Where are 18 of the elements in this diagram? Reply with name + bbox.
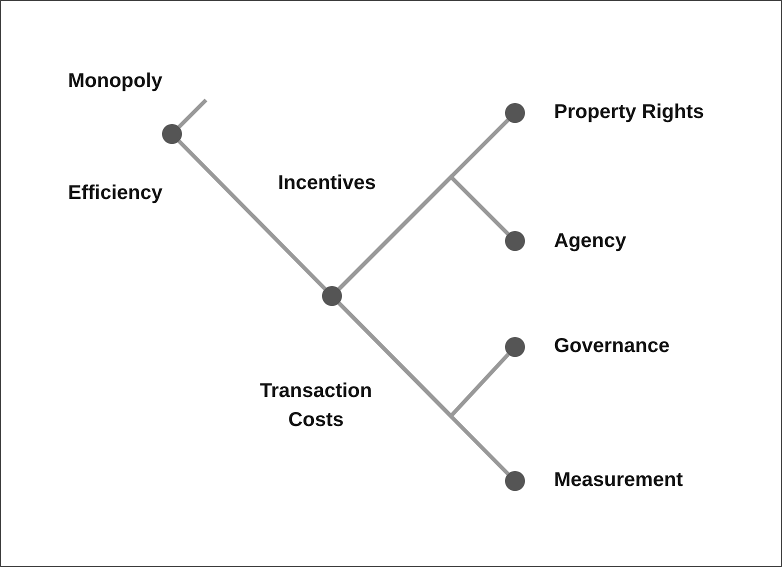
dot — [162, 124, 182, 144]
node-label: Property Rights — [554, 100, 704, 124]
branch-line — [178, 98, 208, 128]
dot — [505, 231, 525, 251]
node-label: Governance — [554, 334, 670, 358]
branch-line — [338, 174, 510, 290]
node-label: Measurement — [554, 468, 683, 492]
node-label: Agency — [554, 229, 626, 253]
branch-label: Transaction Costs — [258, 379, 374, 433]
branch-label: Incentives — [278, 171, 376, 195]
node-label: Efficiency — [68, 181, 162, 205]
branch-line — [338, 302, 510, 476]
branch-label: Monopoly — [68, 69, 162, 93]
dot — [505, 337, 525, 357]
branch-line — [178, 140, 326, 290]
dot — [505, 471, 525, 491]
dot — [322, 286, 342, 306]
dot — [505, 103, 525, 123]
